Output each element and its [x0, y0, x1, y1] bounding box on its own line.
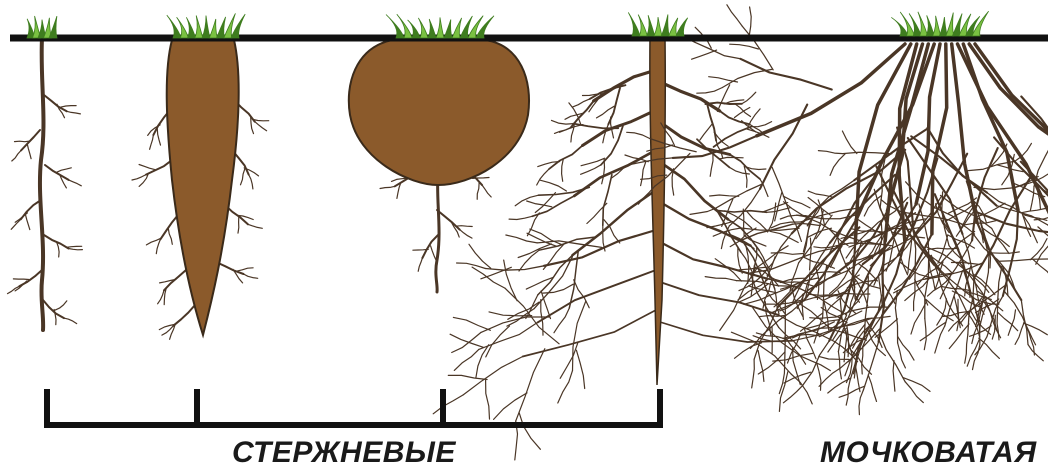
- fibrous-root-system: [612, 5, 1048, 415]
- taproot-group-bracket: [47, 392, 660, 425]
- beet-leaves: [386, 14, 494, 38]
- thin-taproot-leaves: [27, 16, 57, 38]
- root-drawings: [8, 5, 1048, 460]
- fibrous-root-leaves: [891, 11, 988, 36]
- thin-taproot: [8, 38, 83, 330]
- carrot-root: [132, 40, 269, 339]
- carrot-leaves: [167, 13, 245, 38]
- fibrous-root-label: МОЧКОВАТАЯ: [820, 436, 1037, 470]
- leaf-tufts: [27, 11, 989, 38]
- beet-root: [349, 40, 529, 292]
- taproot-label: СТЕРЖНЕВЫЕ: [232, 436, 456, 470]
- branched-taproot-leaves: [628, 12, 687, 36]
